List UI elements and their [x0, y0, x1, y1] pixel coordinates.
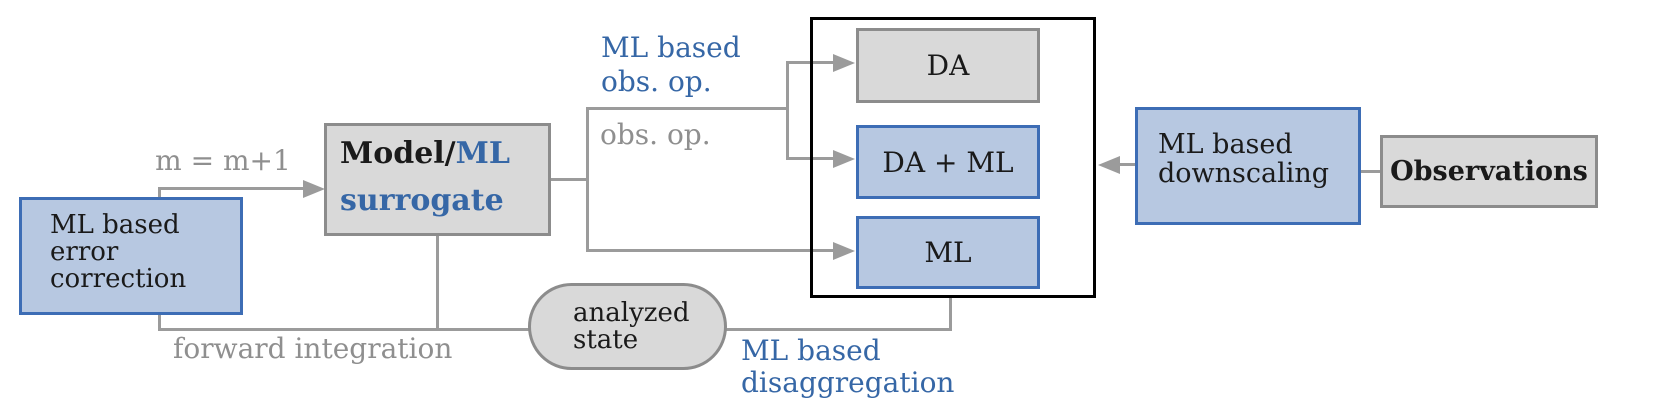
error-correction-box: ML based error correction	[19, 197, 243, 315]
connector-line-model-out	[551, 178, 589, 181]
assimilation-container-box	[810, 17, 1096, 298]
forward-integration-label: forward integration	[173, 332, 453, 365]
ml-obs-op-label-line2: obs. op.	[601, 65, 712, 98]
connector-line-model-to-feedback	[436, 236, 439, 331]
downscaling-label-line1: ML based	[1158, 129, 1293, 160]
model-title-black: Model/	[340, 136, 456, 171]
connector-line-forward-integration	[158, 328, 531, 331]
arrowhead-into-model-icon	[303, 179, 325, 198]
error-correction-label-line2: error	[50, 237, 119, 267]
disaggregation-label-line2: disaggregation	[741, 366, 955, 399]
da-label: DA	[926, 49, 970, 82]
da-plus-ml-label: DA + ML	[882, 145, 1014, 179]
analyzed-state-label-line2: state	[573, 325, 639, 355]
model-title-blue: ML	[455, 136, 510, 171]
downscaling-label-line2: downscaling	[1158, 158, 1330, 189]
connector-line-iteration-riser	[158, 187, 161, 199]
iteration-label: m = m+1	[155, 144, 291, 177]
da-box: DA	[856, 28, 1040, 103]
observations-label: Observations	[1390, 156, 1588, 187]
observations-box: Observations	[1380, 135, 1598, 208]
connector-line-feedback-riser	[158, 315, 161, 331]
disaggregation-label: ML based disaggregation	[741, 335, 954, 399]
arrowhead-into-container-icon	[1098, 155, 1120, 174]
ml-obs-op-label-line1: ML based	[601, 31, 741, 64]
model-title-line1: Model/ML	[340, 130, 548, 177]
da-plus-ml-box: DA + ML	[856, 125, 1040, 199]
disaggregation-label-line1: ML based	[741, 334, 881, 367]
connector-line-observations-to-downscaling	[1359, 170, 1382, 173]
ml-box: ML	[856, 216, 1040, 289]
connector-line-iteration	[158, 187, 306, 190]
connector-line-to-ml	[586, 249, 836, 252]
connector-line-analyzedstate-right	[725, 328, 952, 331]
connector-line-container-to-analyzedstate	[949, 296, 952, 331]
connector-line-downscaling-out	[1118, 163, 1137, 166]
connector-line-branch-split	[786, 61, 789, 160]
ml-obs-op-label: ML based obs. op.	[601, 31, 741, 99]
arrowhead-into-da-icon	[833, 53, 855, 72]
error-correction-label-line1: ML based	[50, 210, 180, 240]
analyzed-state-label-line1: analyzed	[573, 298, 690, 328]
arrowhead-into-ml-icon	[833, 241, 855, 260]
connector-line-branch-stem	[586, 107, 589, 252]
arrowhead-into-da-ml-icon	[833, 149, 855, 168]
model-surrogate-box: Model/ML surrogate	[324, 123, 551, 236]
model-title-line2: surrogate	[340, 183, 504, 218]
analyzed-state-node: analyzed state	[528, 283, 727, 370]
obs-op-label: obs. op.	[600, 118, 711, 151]
downscaling-box: ML based downscaling	[1135, 107, 1361, 225]
error-correction-label-line3: correction	[50, 264, 187, 294]
connector-line-obs-op	[586, 107, 789, 110]
ml-label: ML	[924, 236, 972, 269]
